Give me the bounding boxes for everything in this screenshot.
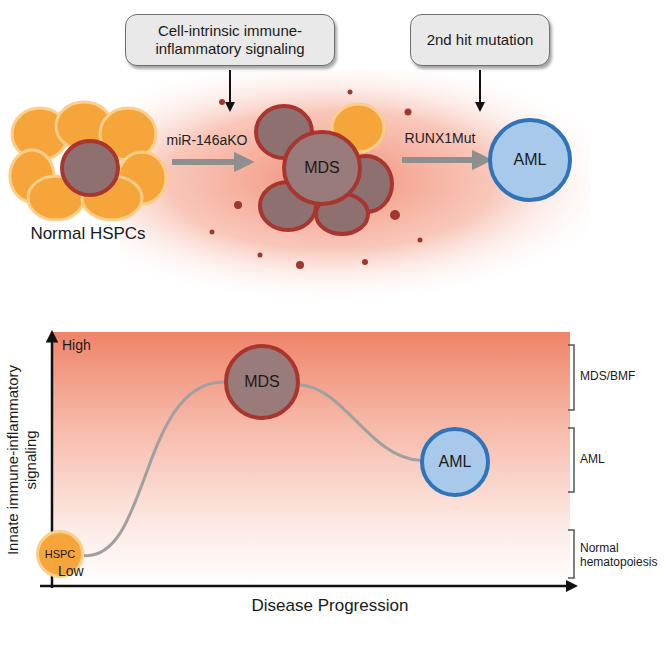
node-text: Normal HSPCs xyxy=(8,224,168,244)
signal-gradient xyxy=(52,332,570,585)
signal-arrow xyxy=(479,70,481,104)
axis-label: Disease Progression xyxy=(200,596,460,616)
progression-arrow xyxy=(172,159,238,165)
axis-label: MDS/BMF xyxy=(580,369,660,383)
stage-circle: AML xyxy=(420,427,490,497)
signal-arrow xyxy=(229,70,231,104)
signal-curve xyxy=(300,385,420,461)
node-text: HSPC xyxy=(45,548,76,560)
edge-label: miR-146aKO xyxy=(165,132,250,148)
process-box: Cell-intrinsic immune-inflammatory signa… xyxy=(125,14,335,66)
node-text: AML xyxy=(439,453,472,471)
axis-label: AML xyxy=(580,452,660,466)
cell-cluster: MDS xyxy=(248,98,398,238)
edge-label: RUNX1Mut xyxy=(403,130,478,146)
axis-label: Normal hematopoiesis xyxy=(580,541,660,570)
hspc-cells xyxy=(8,100,168,222)
node-text: MDS xyxy=(244,373,280,391)
signal-curve xyxy=(84,382,224,556)
node-text: AML xyxy=(514,151,547,169)
node-text: MDS xyxy=(282,158,362,177)
x-axis xyxy=(40,585,568,588)
axis-label: High xyxy=(62,337,112,354)
node-text: Cell-intrinsic immune-inflammatory signa… xyxy=(134,22,326,58)
node-text: 2nd hit mutation xyxy=(427,31,534,49)
process-box: 2nd hit mutation xyxy=(410,14,550,66)
progression-arrow xyxy=(402,157,476,163)
range-brackets xyxy=(568,345,574,578)
cell-cluster: Normal HSPCs xyxy=(8,100,168,250)
axis-label: Low xyxy=(58,563,98,580)
cytokine-dots xyxy=(210,90,423,270)
stage-circle: MDS xyxy=(224,344,300,420)
axis-title: Innate immune-inflammatory signaling xyxy=(4,350,40,570)
inflammation-glow xyxy=(120,70,590,300)
stage-circle: AML xyxy=(488,118,572,202)
